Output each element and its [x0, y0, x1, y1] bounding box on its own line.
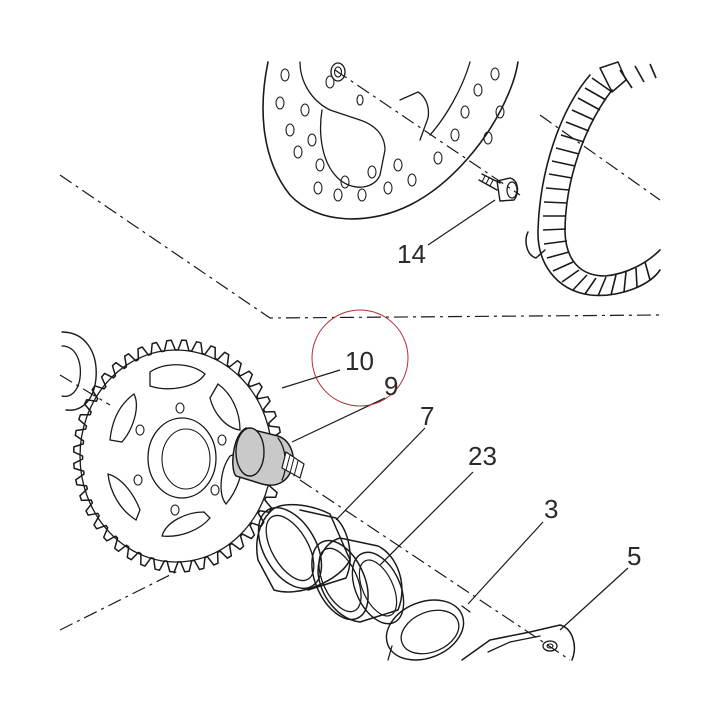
brake-disc [262, 61, 519, 220]
callout-23: 23 [468, 441, 497, 471]
spacer-7 [256, 503, 351, 593]
lower-dashed-line [59, 569, 181, 631]
sprocket-lightening-holes [107, 364, 245, 537]
callout-7: 7 [420, 401, 434, 431]
nut-9-thread [281, 451, 305, 479]
hub-partial [61, 331, 97, 411]
callout-14: 14 [397, 239, 426, 269]
tone-ring-teeth [542, 63, 657, 297]
sprocket-bolt-holes [133, 402, 227, 516]
tone-ring [525, 61, 661, 297]
bracket-5 [461, 624, 576, 661]
nut-9-face [235, 427, 265, 477]
bearing-23 [311, 537, 405, 625]
nut-9 [232, 427, 305, 486]
left-dashed-line [59, 374, 111, 406]
disc-bolt-hole [330, 62, 346, 82]
disc-axis-line [334, 69, 521, 196]
washer-3 [385, 599, 471, 661]
callout-3: 3 [544, 494, 558, 524]
callout-10: 10 [345, 346, 374, 376]
callout-5: 5 [627, 541, 641, 571]
leader-5 [559, 567, 629, 631]
leader-3 [467, 521, 544, 605]
leader-7 [335, 427, 426, 521]
assembly-centerline-upper [59, 174, 661, 319]
bolt-14 [478, 173, 519, 202]
highlight-circle [311, 309, 409, 407]
ring-axis-line [539, 114, 661, 201]
leader-10 [281, 369, 341, 389]
sprocket-teeth-outline [72, 339, 284, 573]
callout-9: 9 [384, 371, 398, 401]
axle-axis-line [299, 479, 571, 661]
leader-14 [427, 199, 496, 246]
leader-23 [379, 471, 474, 566]
disc-holes [275, 67, 505, 202]
callout-labels: 14 10 9 7 23 3 5 [345, 239, 641, 571]
